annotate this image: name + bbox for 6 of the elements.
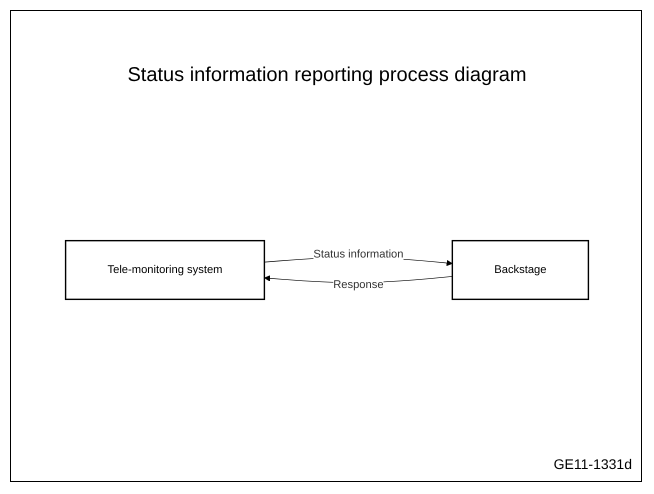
node-box: Backstage bbox=[452, 240, 590, 300]
edge-label: Status information bbox=[313, 248, 404, 260]
diagram-title: Status information reporting process diagram bbox=[126, 64, 528, 87]
node-box: Tele-monitoring system bbox=[64, 240, 266, 300]
figure-code: GE11-1331d bbox=[554, 456, 632, 472]
edge-label: Response bbox=[333, 279, 384, 291]
